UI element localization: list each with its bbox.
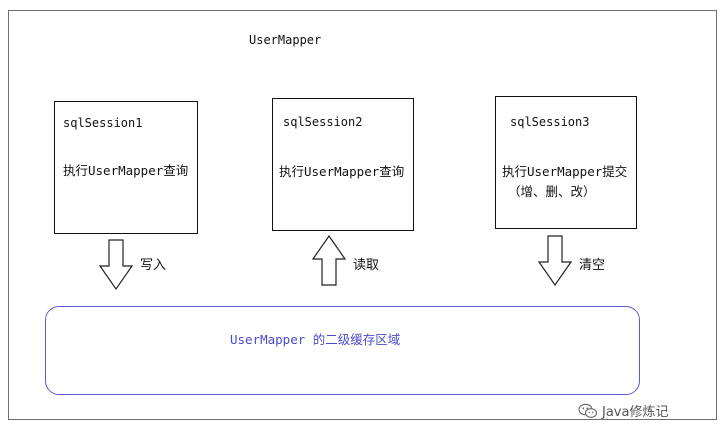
second-level-cache-region: UserMapper 的二级缓存区域 (45, 306, 640, 395)
diagram-title: UserMapper (249, 33, 322, 47)
session-action: 执行UserMapper查询 (63, 163, 189, 178)
session-action: 执行UserMapper查询 (279, 164, 405, 179)
session-name: sqlSession3 (510, 115, 590, 129)
arrow-label-clear: 清空 (579, 258, 606, 273)
arrow-label-write: 写入 (140, 258, 167, 273)
up-arrow-icon (312, 235, 346, 286)
diagram-frame: UserMapper sqlSession1 执行UserMapper查询 sq… (8, 10, 717, 420)
wechat-icon (578, 403, 598, 418)
down-arrow-icon (538, 235, 572, 287)
session-box-1: sqlSession1 执行UserMapper查询 (54, 101, 198, 234)
watermark: Java修炼记 (578, 401, 668, 420)
session-box-2: sqlSession2 执行UserMapper查询 (272, 98, 414, 231)
watermark-text: Java修炼记 (602, 405, 669, 420)
session-name: sqlSession1 (63, 116, 143, 130)
session-action-detail: （增、删、改） (508, 184, 596, 199)
arrow-label-read: 读取 (353, 258, 380, 273)
session-action: 执行UserMapper提交 (502, 164, 628, 179)
session-box-3: sqlSession3 执行UserMapper提交 （增、删、改） (495, 96, 637, 229)
session-name: sqlSession2 (283, 115, 363, 129)
cache-region-label: UserMapper 的二级缓存区域 (230, 332, 401, 347)
down-arrow-icon (99, 239, 133, 291)
